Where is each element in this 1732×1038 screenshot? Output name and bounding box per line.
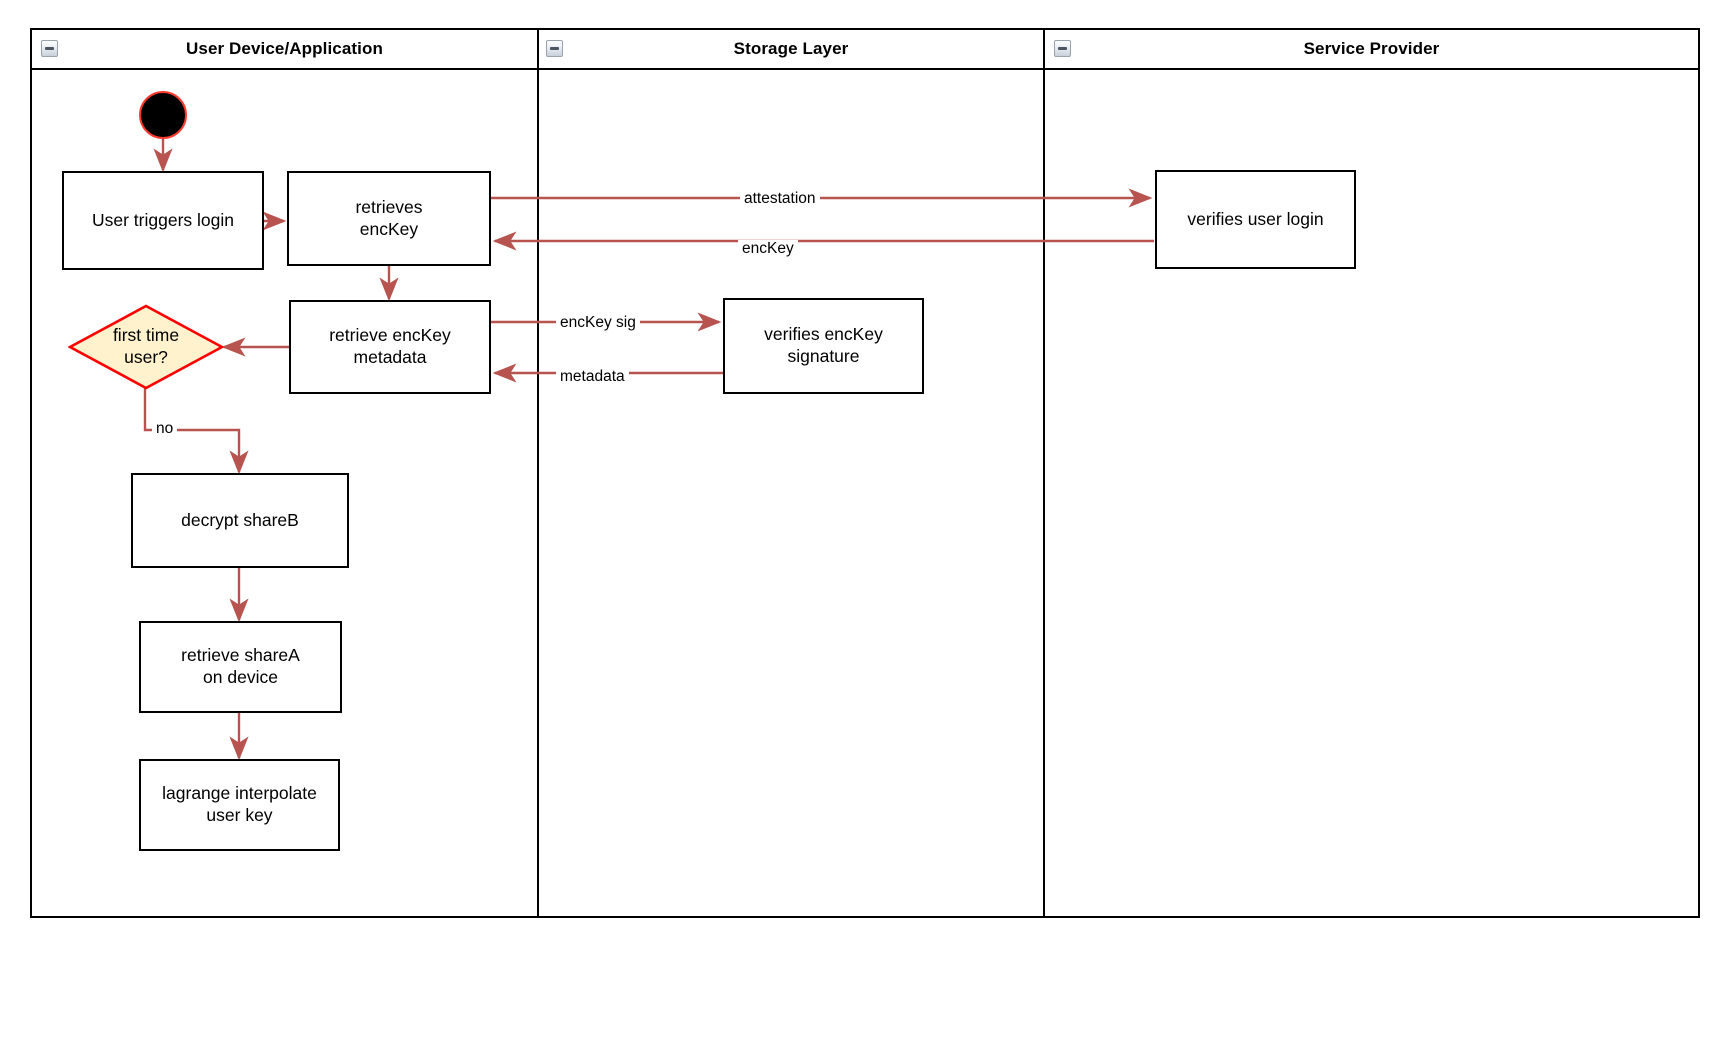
node-verifies-user-login[interactable]: verifies user login [1155,170,1356,269]
node-retrieve-sharea-on-device[interactable]: retrieve shareA on device [139,621,342,713]
edge-label-attestation: attestation [740,190,820,208]
collapse-minus-icon[interactable] [41,40,58,57]
diamond-shape [68,304,224,390]
collapse-minus-icon[interactable] [546,40,563,57]
node-label: first time user? [112,325,180,367]
node-user-triggers-login[interactable]: User triggers login [62,171,264,270]
lane-header-service-provider[interactable]: Service Provider [1045,30,1698,70]
node-retrieves-enckey[interactable]: retrieves encKey [287,171,491,266]
lane-title-user-device: User Device/Application [186,39,383,58]
node-lagrange-interpolate-user-key[interactable]: lagrange interpolate user key [139,759,340,851]
lane-header-user-device[interactable]: User Device/Application [32,30,537,70]
start-node[interactable] [139,91,187,139]
lane-title-storage: Storage Layer [733,39,849,58]
lane-service-provider[interactable]: Service Provider [1045,30,1698,916]
node-label: retrieve shareA on device [181,645,300,687]
lane-title-service-provider: Service Provider [1303,39,1440,58]
node-label: retrieves encKey [355,196,423,239]
edge-label-enckey: encKey [738,240,798,258]
node-label: decrypt shareB [181,509,299,530]
node-verifies-enckey-signature[interactable]: verifies encKey signature [723,298,924,394]
collapse-minus-icon[interactable] [1054,40,1071,57]
lane-storage[interactable]: Storage Layer [537,30,1045,916]
edge-label-no: no [152,420,178,438]
edge-label-metadata: metadata [556,368,629,386]
node-label: retrieve encKey metadata [329,325,451,367]
lane-user-device[interactable]: User Device/Application [32,30,537,916]
node-label: verifies encKey signature [764,324,883,366]
node-retrieve-enckey-metadata[interactable]: retrieve encKey metadata [289,300,491,394]
node-label: User triggers login [92,209,234,230]
node-label: lagrange interpolate user key [162,783,317,825]
edge-label-enckey-sig: encKey sig [556,314,640,332]
node-first-time-user-decision[interactable]: first time user? [68,304,224,390]
lane-divider-2 [1043,30,1045,916]
node-label: verifies user login [1187,208,1324,229]
node-decrypt-shareb[interactable]: decrypt shareB [131,473,349,568]
lane-header-storage[interactable]: Storage Layer [537,30,1045,70]
lane-divider-1 [537,30,539,916]
